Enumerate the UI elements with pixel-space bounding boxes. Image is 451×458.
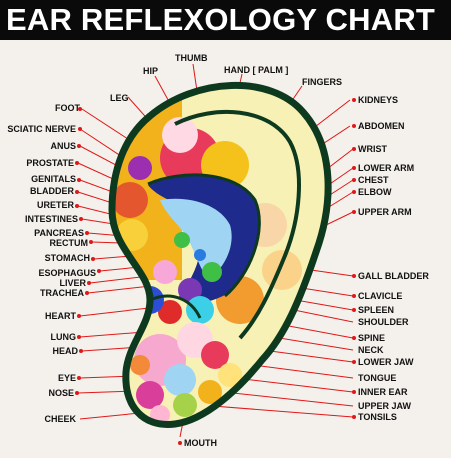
label-chest: CHEST: [358, 175, 389, 185]
label-upper-arm: UPPER ARM: [358, 207, 412, 217]
label-sciatic-nerve: SCIATIC NERVE: [7, 124, 76, 134]
leader-dot: [75, 161, 79, 165]
title-bar: EAR REFLEXOLOGY CHART: [0, 0, 451, 40]
label-hand-palm: HAND [ PALM ]: [224, 65, 289, 75]
label-fingers: FINGERS: [302, 77, 343, 87]
leader-dot: [352, 98, 356, 102]
leader-dot: [352, 308, 356, 312]
label-bladder: BLADDER: [30, 186, 74, 196]
leader-dot: [75, 204, 79, 208]
leader-dot: [77, 314, 81, 318]
label-tonsils: TONSILS: [358, 412, 397, 422]
leader-dot: [352, 415, 356, 419]
label-hip: HIP: [143, 66, 159, 76]
label-liver: LIVER: [59, 278, 86, 288]
label-abdomen: ABDOMEN: [358, 121, 405, 131]
leader-dot: [352, 190, 356, 194]
leader-dot: [352, 147, 356, 151]
leader-dot: [97, 269, 101, 273]
label-thumb: THUMB: [175, 53, 208, 63]
leader-dot: [352, 166, 356, 170]
leader-dot: [77, 178, 81, 182]
label-spleen: SPLEEN: [358, 305, 395, 315]
leader-dot: [91, 257, 95, 261]
label-anus: ANUS: [50, 141, 76, 151]
label-heart: HEART: [45, 311, 76, 321]
label-cheek: CHEEK: [44, 414, 76, 424]
leader-dot: [85, 291, 89, 295]
label-stomach: STOMACH: [44, 253, 90, 263]
label-head: HEAD: [52, 346, 78, 356]
label-lower-jaw: LOWER JAW: [358, 357, 414, 367]
leader-dot: [352, 178, 356, 182]
leader-dot: [77, 335, 81, 339]
label-genitals: GENITALS: [31, 174, 76, 184]
leader-dot: [352, 274, 356, 278]
leader-dot: [77, 144, 81, 148]
label-wrist: WRIST: [358, 144, 387, 154]
leader-dot: [85, 231, 89, 235]
leader-dot: [77, 376, 81, 380]
label-eye: EYE: [57, 373, 76, 383]
ear-shape: [108, 82, 332, 428]
label-prostate: PROSTATE: [26, 158, 74, 168]
leader-dot: [75, 391, 79, 395]
leader-dot: [78, 127, 82, 131]
label-spine: SPINE: [358, 333, 386, 343]
label-lung: LUNG: [50, 332, 77, 342]
label-esophagus: ESOPHAGUS: [38, 268, 96, 278]
label-ureter: URETER: [36, 200, 74, 210]
leader-dot: [352, 360, 356, 364]
label-neck: NECK: [358, 345, 384, 355]
leader-dot: [87, 281, 91, 285]
label-trachea: TRACHEA: [40, 288, 84, 298]
leader-dot: [352, 390, 356, 394]
label-elbow: ELBOW: [358, 187, 392, 197]
label-inner-ear: INNER EAR: [358, 387, 408, 397]
label-shoulder: SHOULDER: [358, 317, 409, 327]
label-tongue: TONGUE: [358, 373, 397, 383]
leader-dot: [352, 210, 356, 214]
label-lower-arm: LOWER ARM: [358, 163, 415, 173]
label-rectum: RECTUM: [49, 238, 89, 248]
leader-dot: [79, 217, 83, 221]
leader-dot: [178, 441, 182, 445]
label-gall-bladder: GALL BLADDER: [358, 271, 429, 281]
label-pancreas: PANCREAS: [34, 228, 84, 238]
leader-dot: [78, 107, 82, 111]
reflex-zones: [112, 100, 302, 425]
label-clavicle: CLAVICLE: [358, 291, 403, 301]
label-intestines: INTESTINES: [24, 214, 78, 224]
page-title: EAR REFLEXOLOGY CHART: [6, 2, 436, 37]
label-mouth: MOUTH: [184, 438, 217, 448]
label-nose: NOSE: [48, 388, 74, 398]
leader-dot: [352, 124, 356, 128]
leader-dot: [352, 336, 356, 340]
label-foot: FOOT: [55, 103, 80, 113]
label-kidneys: KIDNEYS: [358, 95, 399, 105]
leader-dot: [79, 349, 83, 353]
label-upper-jaw: UPPER JAW: [358, 401, 412, 411]
label-leg: LEG: [110, 93, 129, 103]
leader-dot: [89, 240, 93, 244]
leader-dot: [75, 190, 79, 194]
leader-dot: [352, 294, 356, 298]
